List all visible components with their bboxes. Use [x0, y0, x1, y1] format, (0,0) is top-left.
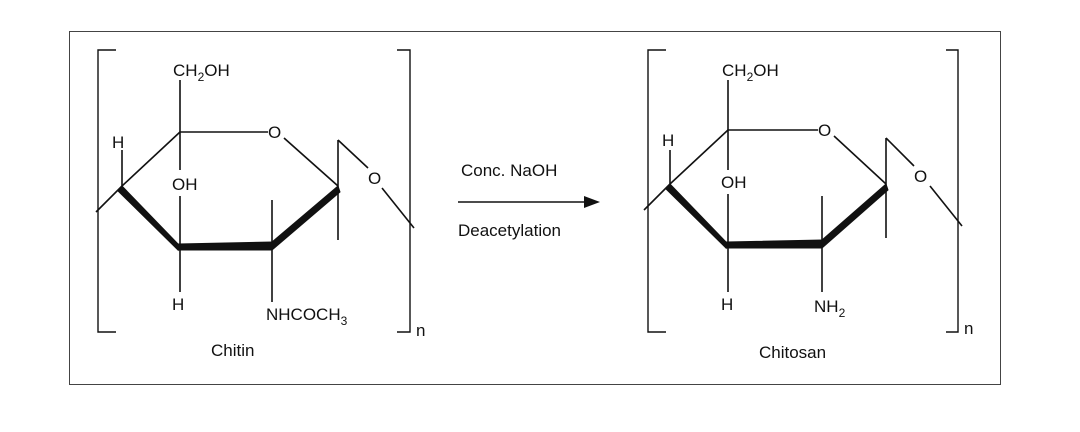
- chitin-nhcoch3-label: NHCOCH3: [266, 305, 348, 328]
- chitin-bottom-h: H: [172, 295, 184, 314]
- chitosan-oh-label: OH: [721, 173, 747, 192]
- chitosan-wedge-bond: [665, 183, 727, 250]
- reaction-arrow: Conc. NaOH Deacetylation: [458, 161, 600, 240]
- chitin-ring-bond: [121, 131, 181, 187]
- diagram-frame: [69, 31, 1001, 385]
- chitin-repeat-n: n: [416, 321, 425, 340]
- chitin-oh-label: OH: [172, 175, 198, 194]
- chitosan-ring-bond: [833, 135, 887, 185]
- chitosan-ring-bond: [669, 129, 729, 185]
- arrow-head: [584, 196, 600, 208]
- chitosan-repeat-n: n: [964, 319, 973, 338]
- chitin-wedge-bond: [271, 185, 341, 252]
- chitin-structure: CH2OH O O H OH H NHCOCH3 n Chitin: [95, 49, 425, 360]
- chitosan-bond: [643, 183, 671, 211]
- chitin-left-bracket: [97, 49, 116, 333]
- chitosan-nh2-label: NH2: [814, 297, 846, 320]
- chitosan-wedge-bond: [725, 239, 823, 249]
- chitin-ch2oh-label: CH2OH: [173, 61, 230, 84]
- chitosan-bond: [885, 137, 915, 167]
- chitosan-right-bracket: [946, 49, 959, 333]
- chitin-bond: [337, 139, 369, 169]
- chitin-bond: [95, 185, 123, 213]
- chitosan-structure: CH2OH O O H OH H NH2 n Chitosan: [643, 49, 973, 362]
- chitin-ring-bond: [283, 137, 339, 187]
- chitosan-left-h: H: [662, 131, 674, 150]
- arrow-bottom-label: Deacetylation: [458, 221, 561, 240]
- chitosan-left-bracket: [647, 49, 666, 333]
- chitosan-ring-oxygen: O: [818, 121, 831, 140]
- chitin-bond: [381, 187, 415, 229]
- chitosan-wedge-bond: [821, 183, 889, 250]
- chitin-glycosidic-oxygen: O: [368, 169, 381, 188]
- chitin-name: Chitin: [211, 341, 254, 360]
- chitosan-name: Chitosan: [759, 343, 826, 362]
- chitin-wedge-bond: [117, 185, 179, 252]
- chitosan-glycosidic-oxygen: O: [914, 167, 927, 186]
- chitin-right-bracket: [397, 49, 411, 333]
- chitin-left-h: H: [112, 133, 124, 152]
- arrow-top-label: Conc. NaOH: [461, 161, 557, 180]
- chitosan-bottom-h: H: [721, 295, 733, 314]
- chitosan-ch2oh-label: CH2OH: [722, 61, 779, 84]
- chitin-ring-oxygen: O: [268, 123, 281, 142]
- chitin-wedge-bond: [177, 241, 273, 251]
- chitosan-bond: [929, 185, 963, 227]
